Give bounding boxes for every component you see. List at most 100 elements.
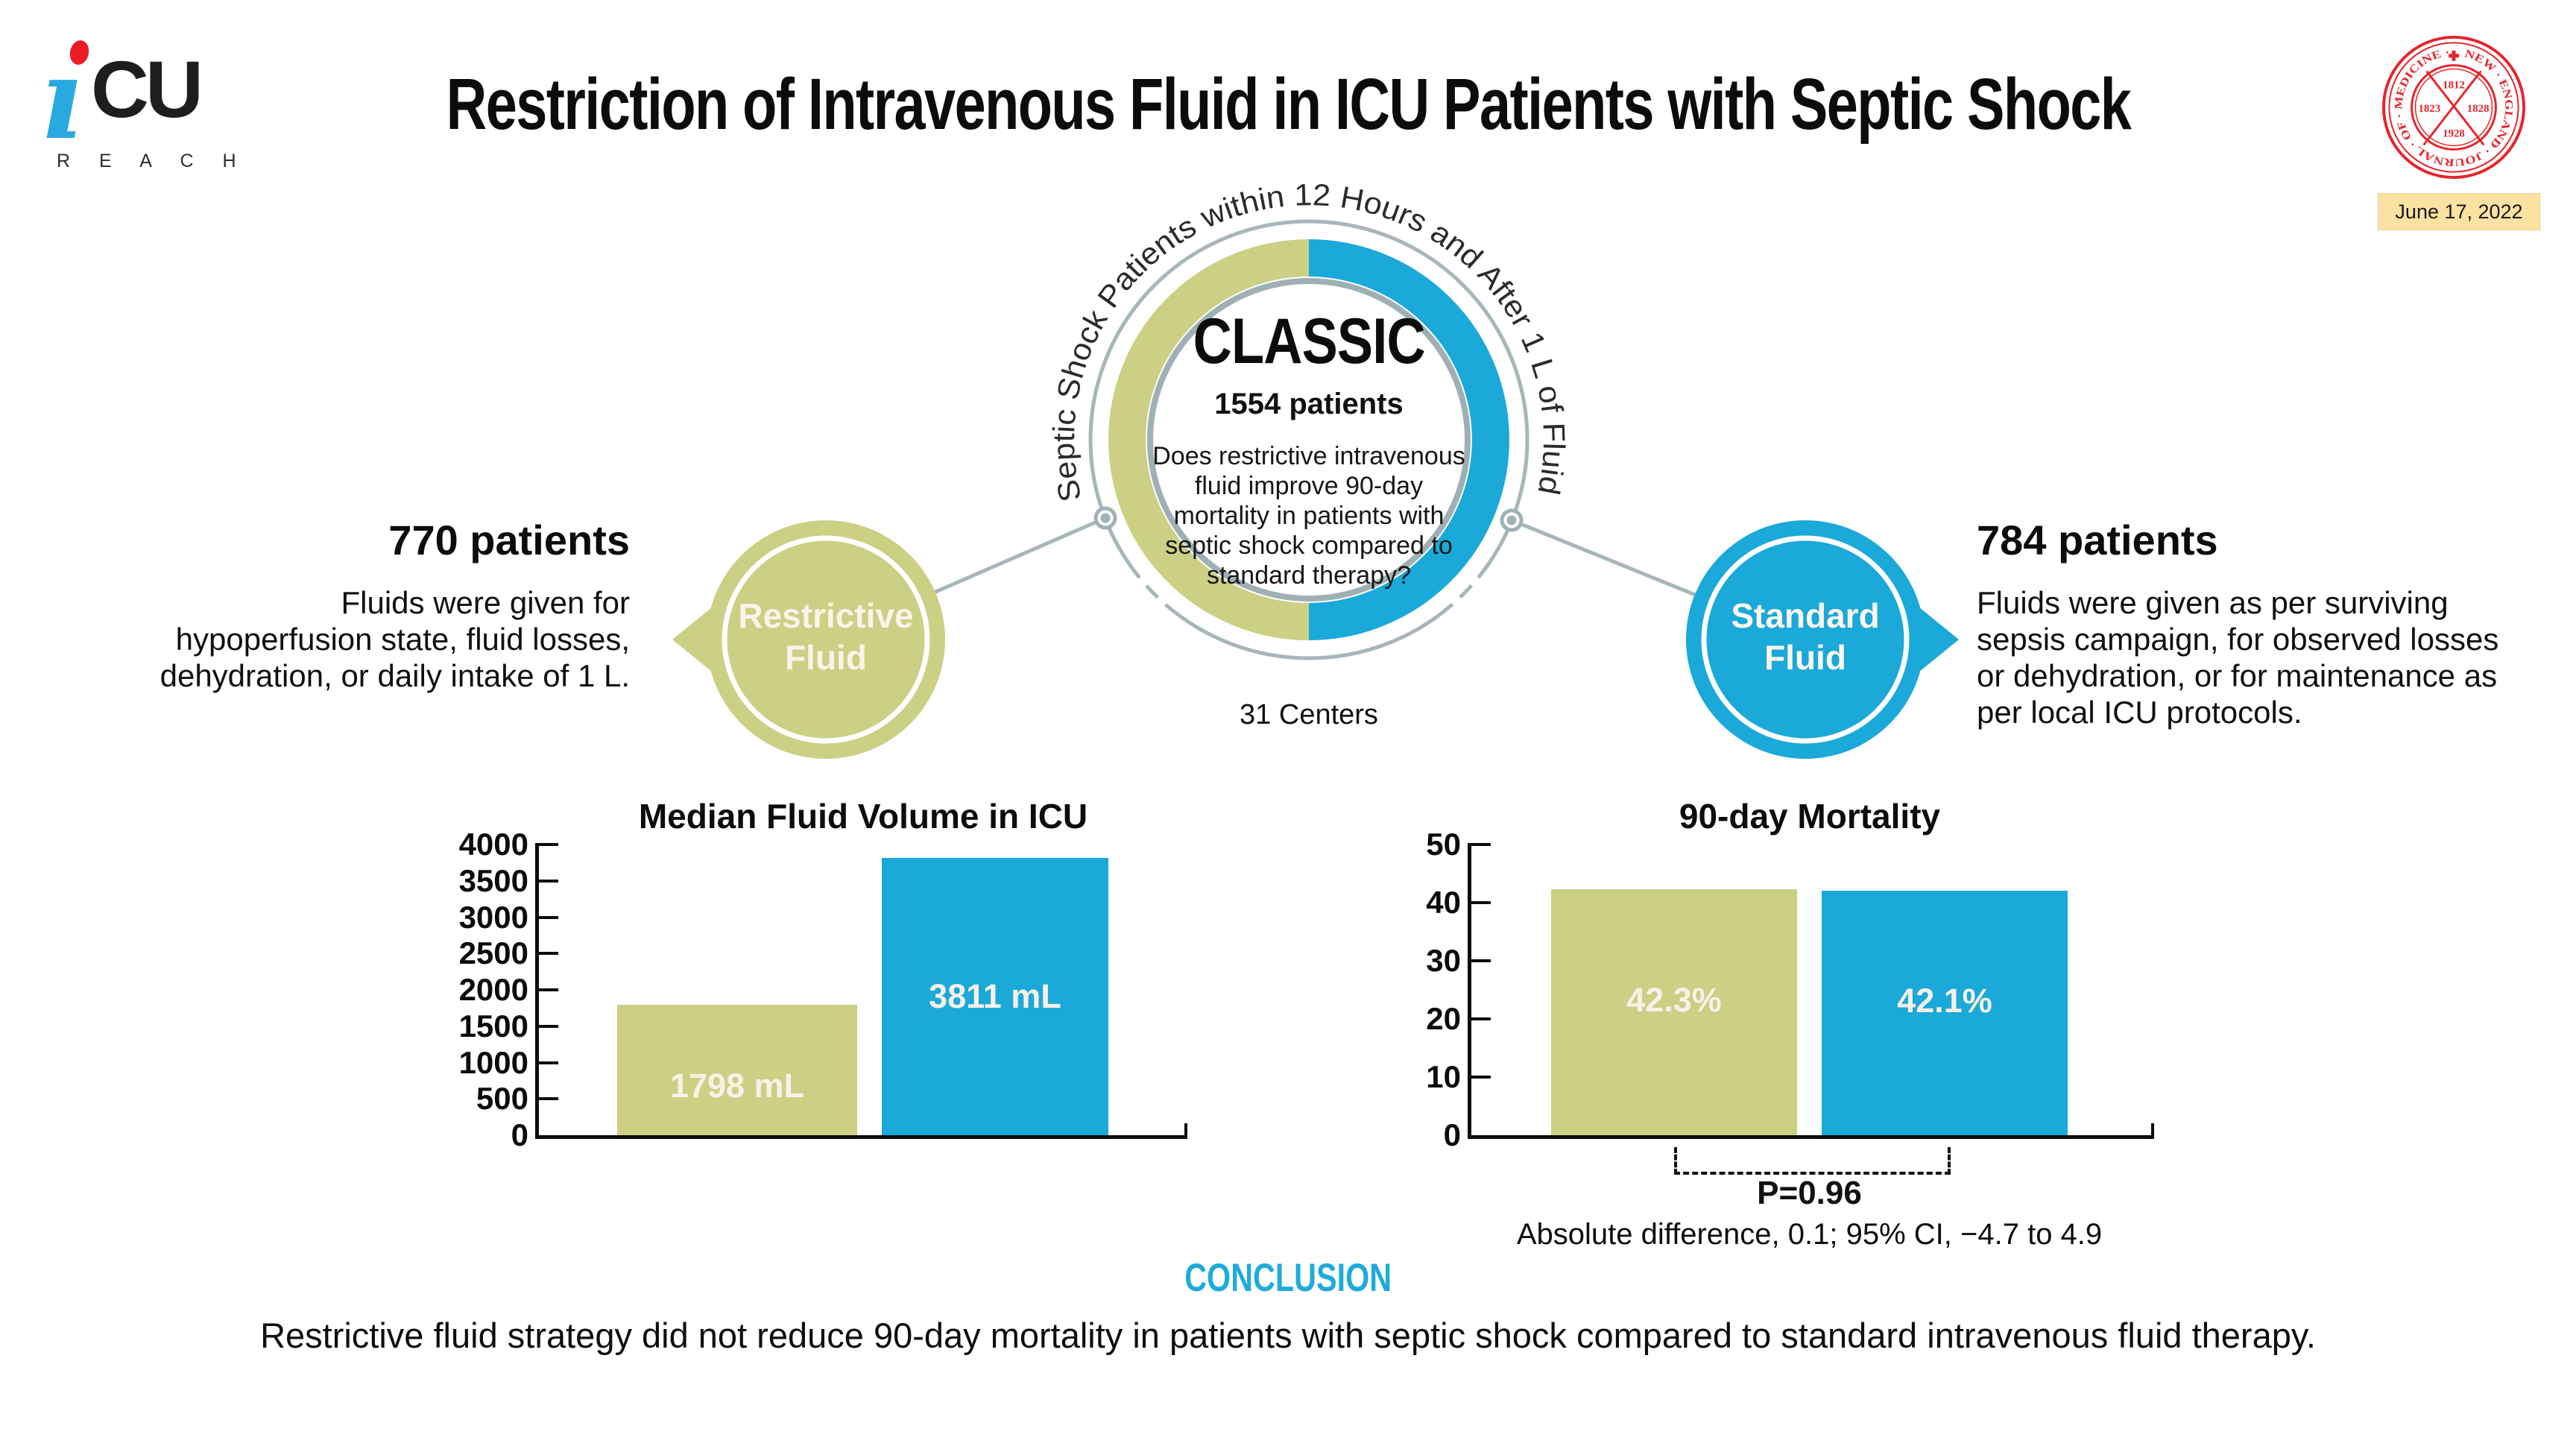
bar-value-label: 42.1% [1897,981,1992,1020]
bar-value-label: 1798 mL [669,1066,805,1105]
trial-question-line: Does restrictive intravenous [1152,442,1465,470]
restrictive-patient-count: 770 patients [388,517,630,564]
restrictive-bubble-label-line1: Restrictive [738,596,914,635]
y-tick-mark [539,1061,558,1064]
nejm-seal: NEW · ENGLAND · JOURNAL · OF · MEDICINE … [2381,35,2526,180]
y-tick-label: 1500 [458,1008,528,1044]
conclusion-heading: CONCLUSION [0,1255,2576,1301]
y-tick-label: 3500 [458,862,528,898]
seal-year-1812: 1812 [2443,79,2465,91]
y-tick-label: 20 [1426,1001,1461,1036]
standard-description-line: or dehydration, or for maintenance as [1977,658,2498,693]
x-axis [1468,1135,2154,1139]
standard-description-line: Fluids were given as per surviving [1977,585,2449,620]
donut-standard-half [1308,239,1509,640]
restrictive-bubble-label: Restrictive Fluid [714,595,938,678]
y-tick-mark [539,843,558,846]
trial-name-text: CLASSIC [1193,306,1425,377]
comparison-bracket [1674,1147,1951,1175]
restrictive-bubble-label-line2: Fluid [785,638,867,677]
trial-name: CLASSIC [1085,307,1532,376]
conclusion-text: Restrictive fluid strategy did not reduc… [260,1316,2316,1355]
y-tick-label: 0 [1443,1117,1461,1152]
y-tick-label: 2000 [458,972,528,1007]
y-tick-mark [539,988,558,991]
page-title: Restriction of Intravenous Fluid in ICU … [0,63,2576,146]
logo-reach-text: R E A C H [57,151,248,171]
y-tick-label: 2500 [458,935,528,971]
seal-cross-icon [2449,50,2459,61]
publication-date-badge: June 17, 2022 [2378,193,2540,230]
y-axis [1468,843,1471,1135]
y-tick-mark [539,1097,558,1101]
logo-cu-text: CU [91,44,203,134]
y-tick-label: 500 [476,1081,528,1117]
x-axis [535,1135,1187,1139]
y-tick-mark [539,879,558,883]
chart-bar [1822,891,2068,1135]
node-left [1093,506,1117,530]
y-tick-label: 10 [1426,1059,1461,1094]
trial-question-line: standard therapy? [1206,561,1412,590]
y-tick-mark [1471,1017,1491,1020]
y-tick-label: 0 [511,1117,528,1152]
chart-title: 90-day Mortality [1679,797,1941,836]
trial-patient-count: 1554 patients [1214,388,1404,420]
donut-inner-ring [1147,278,1471,602]
chart-bar [617,1005,857,1135]
y-tick-mark [1471,901,1491,904]
standard-bubble-label-line1: Standard [1731,596,1880,635]
standard-bubble [1686,520,1959,759]
seal-year-1823: 1823 [2418,103,2440,115]
y-tick-mark [1471,959,1491,962]
restrictive-pointer [672,601,720,678]
absolute-difference-label: Absolute difference, 0.1; 95% CI, −4.7 t… [1516,1218,2103,1251]
bar-value-label: 42.3% [1626,980,1722,1019]
enrollment-ring [1088,219,1530,660]
x-axis-end-tick [1184,1123,1187,1135]
seal-year-1828: 1828 [2467,103,2490,115]
chart-title: Median Fluid Volume in ICU [638,797,1088,836]
y-tick-mark [539,952,558,956]
y-tick-label: 1000 [458,1044,528,1080]
standard-description: Fluids were given as per surviving sepsi… [1977,584,2513,730]
standard-bubble-label-line2: Fluid [1764,638,1846,677]
standard-description-line: per local ICU protocols. [1977,695,2302,730]
centers-count: 31 Centers [1240,699,1378,730]
restrictive-description: Fluids were given for hypoperfusion stat… [145,584,630,694]
y-tick-label: 30 [1426,943,1461,978]
restrictive-description-line: Fluids were given for [341,585,631,620]
node-right [1500,508,1524,532]
trial-question-line: fluid improve 90-day [1194,472,1424,500]
y-tick-label: 3000 [458,899,528,935]
restrictive-description-line: hypoperfusion state, fluid losses, [175,622,630,657]
restrictive-description-line: dehydration, or daily intake of 1 L. [160,658,630,693]
conclusion-heading-text: CONCLUSION [1184,1256,1392,1300]
restrictive-bubble [672,520,945,759]
bar-value-label: 3811 mL [929,977,1061,1015]
trial-question-line: mortality in patients with [1173,502,1445,530]
p-value-label: P=0.96 [1757,1175,1862,1211]
y-tick-mark [539,1024,558,1028]
standard-bubble-label: Standard Fluid [1693,595,1917,678]
y-tick-mark [1471,1076,1491,1079]
icu-reach-logo: ı CU R E A C H [40,22,261,194]
chart-bar [1551,889,1797,1135]
y-tick-label: 40 [1426,885,1461,920]
standard-description-line: sepsis campaign, for observed losses [1977,622,2499,657]
y-tick-label: 50 [1426,827,1461,862]
y-axis [535,843,539,1135]
y-tick-mark [539,915,558,919]
standard-patient-count: 784 patients [1977,517,2218,564]
seal-year-1928: 1928 [2443,128,2465,140]
y-tick-label: 4000 [458,827,528,862]
donut-restrictive-half [1108,239,1310,640]
trial-question-line: septic shock compared to [1165,531,1453,560]
seal-crossed-quills-icon [2422,70,2485,145]
standard-pointer [1911,601,1959,678]
page-title-text: Restriction of Intravenous Fluid in ICU … [446,63,2131,145]
chart-bar [882,858,1108,1135]
y-tick-mark [1471,843,1491,846]
